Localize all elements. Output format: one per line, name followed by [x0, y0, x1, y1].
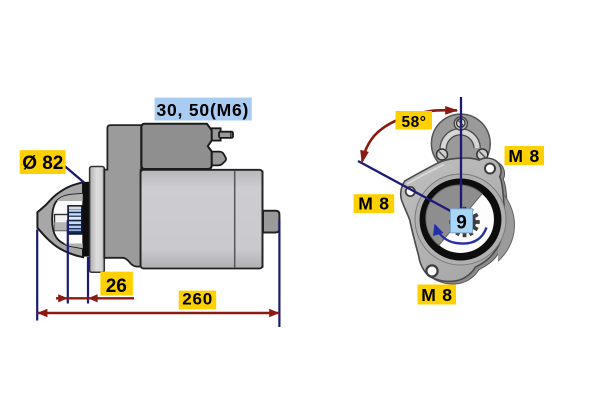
svg-text:26: 26 — [106, 276, 127, 297]
svg-text:9: 9 — [456, 213, 467, 234]
svg-text:30, 50(M6): 30, 50(M6) — [156, 100, 249, 120]
svg-text:Ø 82: Ø 82 — [22, 153, 63, 174]
svg-text:260: 260 — [182, 290, 213, 309]
svg-text:M 8: M 8 — [421, 285, 453, 305]
svg-text:M 8: M 8 — [358, 194, 390, 214]
svg-text:M 8: M 8 — [508, 146, 540, 166]
svg-text:58°: 58° — [402, 114, 427, 131]
